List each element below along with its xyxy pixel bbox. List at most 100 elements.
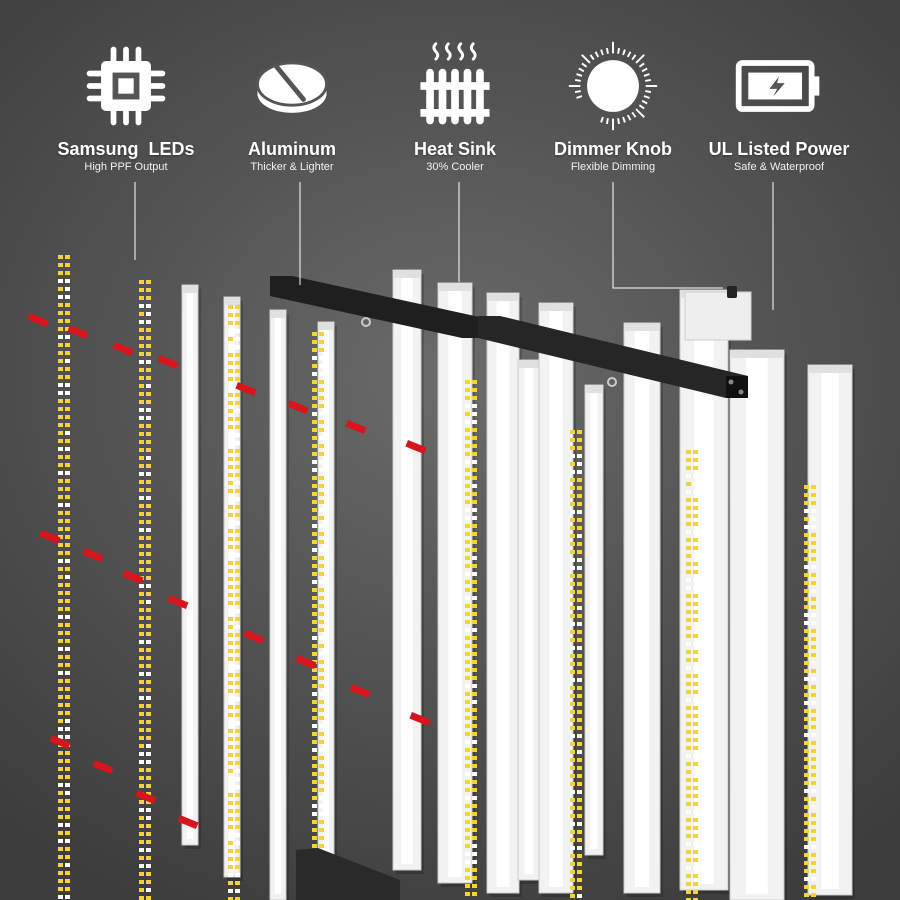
- led-diode: [686, 786, 691, 790]
- led-diode: [139, 760, 144, 764]
- led-diode: [577, 622, 582, 626]
- led-diode: [139, 856, 144, 860]
- chip-icon: [86, 46, 166, 126]
- led-diode: [139, 440, 144, 444]
- led-diode: [465, 476, 470, 480]
- led-diode: [804, 653, 809, 657]
- led-diode: [139, 680, 144, 684]
- led-diode: [58, 407, 63, 411]
- led-diode: [686, 474, 691, 478]
- led-diode: [804, 581, 809, 585]
- led-diode: [235, 473, 240, 477]
- led-diode: [312, 612, 317, 616]
- led-diode: [693, 754, 698, 758]
- led-diode: [139, 592, 144, 596]
- led-diode: [693, 618, 698, 622]
- led-diode: [465, 732, 470, 736]
- led-diode: [139, 584, 144, 588]
- led-diode: [58, 455, 63, 459]
- led-diode: [146, 888, 151, 892]
- led-diode: [686, 730, 691, 734]
- led-diode: [472, 868, 477, 872]
- led-diode: [235, 417, 240, 421]
- led-diode: [146, 816, 151, 820]
- led-diode: [570, 878, 575, 882]
- feature-subtitle: Thicker & Lighter: [250, 161, 334, 173]
- led-diode: [139, 736, 144, 740]
- led-diode: [58, 431, 63, 435]
- led-diode: [58, 831, 63, 835]
- led-diode: [319, 756, 324, 760]
- profile-end-cap: [624, 323, 660, 331]
- led-diode: [58, 847, 63, 851]
- led-diode: [139, 448, 144, 452]
- led-diode: [577, 558, 582, 562]
- feature-subtitle: High PPF Output: [84, 161, 168, 173]
- led-diode: [58, 799, 63, 803]
- feature-aluminum: Aluminum Thicker & Lighter: [204, 38, 380, 174]
- led-diode: [804, 525, 809, 529]
- knob-tick: [641, 99, 648, 105]
- led-diode: [228, 553, 233, 557]
- led-diode: [139, 328, 144, 332]
- led-diode: [312, 540, 317, 544]
- led-diode: [146, 496, 151, 500]
- led-diode: [65, 551, 70, 555]
- led-diode: [570, 870, 575, 874]
- led-diode: [804, 493, 809, 497]
- led-diode: [465, 444, 470, 448]
- led-diode: [235, 465, 240, 469]
- led-diode: [811, 597, 816, 601]
- led-diode: [139, 600, 144, 604]
- led-diode: [686, 898, 691, 900]
- led-diode: [319, 724, 324, 728]
- led-diode: [811, 525, 816, 529]
- led-diode: [577, 798, 582, 802]
- led-diode: [577, 566, 582, 570]
- led-diode: [65, 487, 70, 491]
- led-diode: [58, 895, 63, 899]
- led-diode: [65, 287, 70, 291]
- led-diode: [472, 564, 477, 568]
- led-diode: [577, 542, 582, 546]
- led-diode: [319, 428, 324, 432]
- led-diode: [58, 511, 63, 515]
- led-diode: [319, 572, 324, 576]
- red-bracket: [349, 684, 371, 698]
- battery-bolt-icon: [735, 60, 820, 112]
- led-diode: [319, 556, 324, 560]
- mounting-bar-end: [726, 376, 748, 398]
- led-diode: [312, 644, 317, 648]
- led-diode: [235, 633, 240, 637]
- led-diode: [65, 303, 70, 307]
- led-diode: [139, 304, 144, 308]
- led-diode: [58, 751, 63, 755]
- led-diode: [312, 436, 317, 440]
- led-diode: [312, 348, 317, 352]
- aluminum-disc-icon: [256, 61, 328, 113]
- led-diode: [312, 420, 317, 424]
- led-diode: [686, 794, 691, 798]
- led-diode: [465, 532, 470, 536]
- hanger-ring: [607, 377, 617, 387]
- led-diode: [58, 423, 63, 427]
- led-diode: [228, 833, 233, 837]
- led-diode: [312, 364, 317, 368]
- led-diode: [235, 369, 240, 373]
- led-diode: [235, 433, 240, 437]
- led-diode: [228, 577, 233, 581]
- led-diode: [65, 255, 70, 259]
- led-diode: [319, 644, 324, 648]
- led-diode: [577, 438, 582, 442]
- led-diode: [693, 890, 698, 894]
- led-diode: [577, 486, 582, 490]
- led-diode: [235, 457, 240, 461]
- led-diode: [312, 484, 317, 488]
- led-diode: [312, 444, 317, 448]
- knob-tick: [606, 118, 609, 125]
- led-diode: [319, 492, 324, 496]
- led-diode: [319, 588, 324, 592]
- led-diode: [235, 537, 240, 541]
- led-diode: [319, 764, 324, 768]
- knob-tick: [576, 95, 583, 99]
